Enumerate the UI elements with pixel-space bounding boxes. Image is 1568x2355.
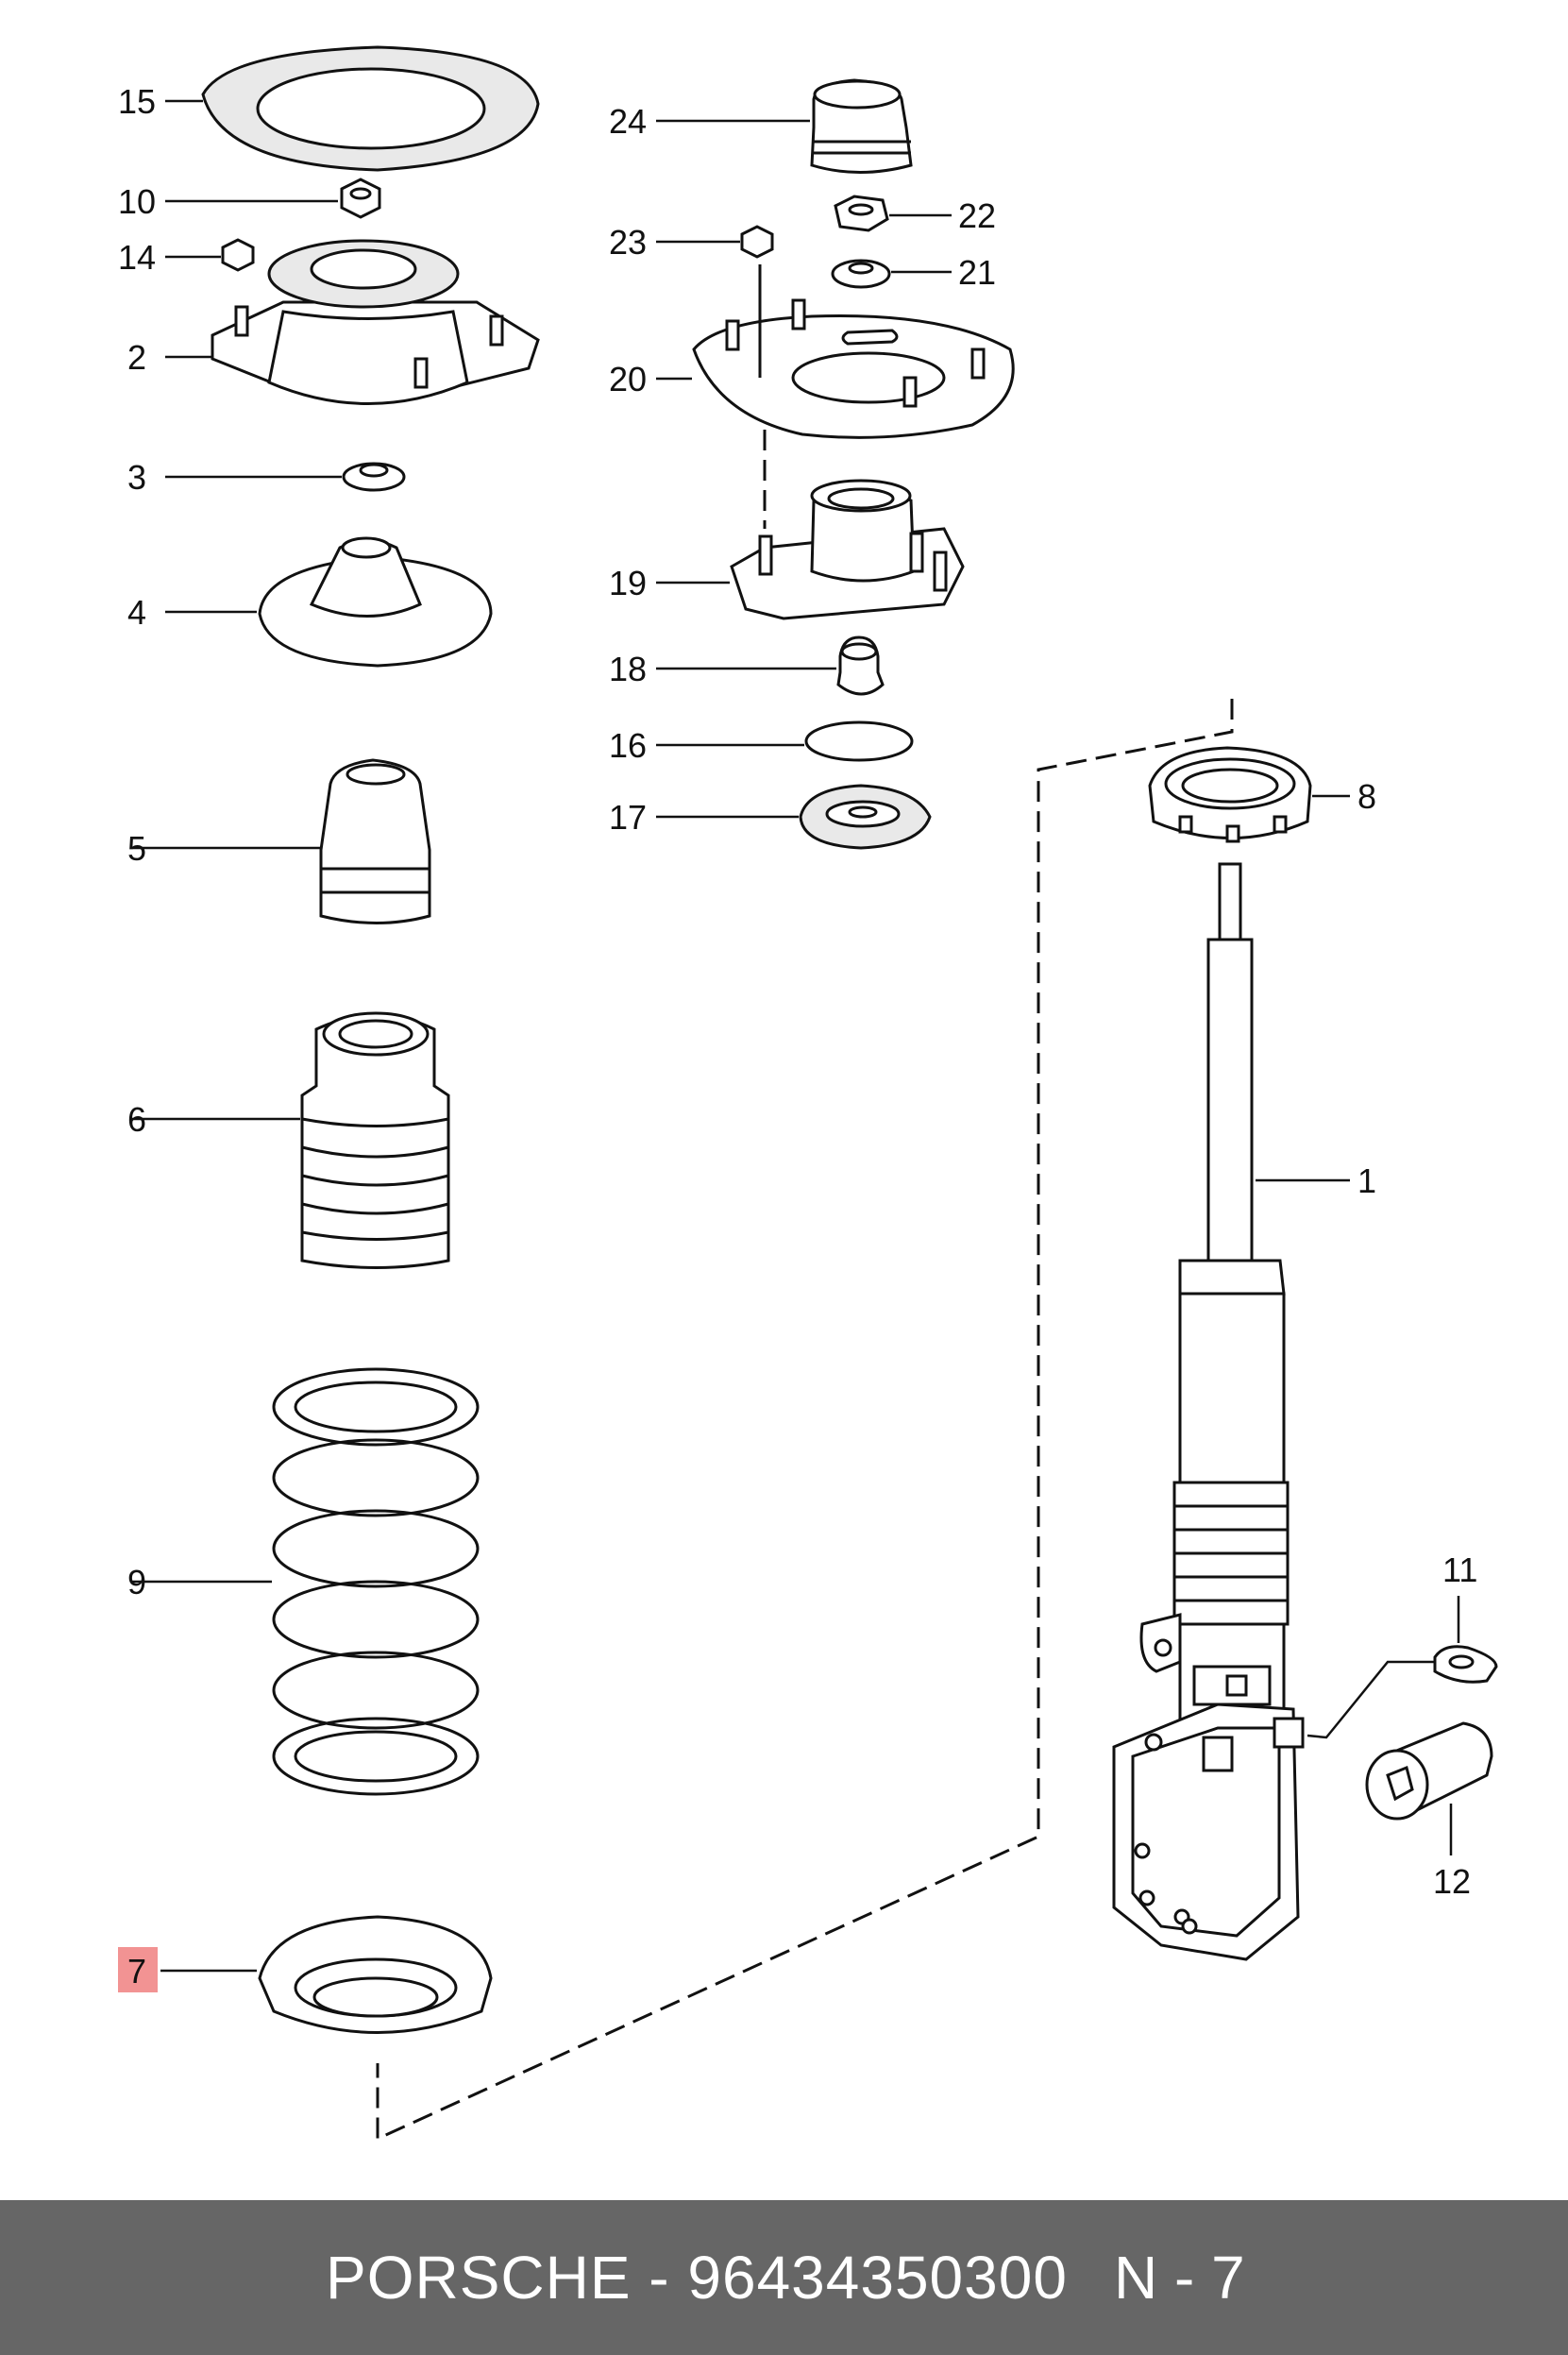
part-16-o-ring bbox=[804, 720, 914, 762]
label-7: 7 bbox=[127, 1952, 146, 1991]
label-22: 22 bbox=[958, 196, 996, 235]
part-9-coil-spring bbox=[272, 1367, 480, 1796]
label-17: 17 bbox=[609, 798, 647, 837]
label-24: 24 bbox=[609, 102, 647, 141]
label-5: 5 bbox=[127, 829, 146, 868]
part-23-nut bbox=[740, 225, 774, 259]
label-6: 6 bbox=[127, 1100, 146, 1139]
label-2: 2 bbox=[127, 338, 146, 377]
part-21-washer bbox=[831, 259, 891, 289]
label-12: 12 bbox=[1433, 1862, 1471, 1901]
label-20: 20 bbox=[609, 360, 647, 398]
footer-position-code: N - 7 bbox=[1114, 2244, 1245, 2312]
part-20-camber-plate bbox=[692, 264, 1015, 439]
part-19-mount-bracket bbox=[730, 479, 965, 620]
label-4: 4 bbox=[127, 593, 146, 632]
part-6-dust-boot bbox=[300, 1011, 450, 1269]
part-14-nut bbox=[221, 238, 255, 272]
label-1: 1 bbox=[1357, 1161, 1376, 1200]
part-24-cap bbox=[810, 78, 913, 174]
label-19: 19 bbox=[609, 564, 647, 602]
part-2-strut-mount bbox=[211, 239, 540, 405]
label-9: 9 bbox=[127, 1563, 146, 1601]
label-11: 11 bbox=[1442, 1550, 1477, 1589]
label-18: 18 bbox=[609, 650, 647, 688]
part-7-highlight bbox=[118, 1947, 158, 1992]
part-17-seal bbox=[799, 784, 932, 850]
label-3: 3 bbox=[127, 458, 146, 497]
part-18-plug bbox=[836, 635, 885, 696]
part-4-spring-seat-upper bbox=[258, 536, 493, 668]
part-15-gasket bbox=[201, 45, 540, 172]
label-16: 16 bbox=[609, 726, 647, 765]
part-7-spring-seat-lower bbox=[258, 1915, 493, 2034]
part-1-strut bbox=[1112, 862, 1305, 1961]
label-14: 14 bbox=[118, 238, 156, 277]
label-8: 8 bbox=[1357, 777, 1376, 816]
part-3-washer bbox=[342, 462, 406, 492]
part-11-clip bbox=[1433, 1645, 1498, 1684]
label-15: 15 bbox=[118, 82, 156, 121]
footer-part-number: PORSCHE - 96434350300 bbox=[326, 2244, 1068, 2312]
part-12-bushing bbox=[1365, 1721, 1493, 1821]
label-23: 23 bbox=[609, 223, 647, 262]
part-8-adjusting-ring bbox=[1148, 746, 1312, 843]
assembly-outline bbox=[376, 699, 1234, 2142]
label-21: 21 bbox=[958, 253, 996, 292]
part-22-nut bbox=[834, 195, 889, 232]
exploded-parts-diagram: 15 10 14 2 3 4 bbox=[118, 45, 1498, 2142]
label-10: 10 bbox=[118, 182, 156, 221]
part-5-bump-stop bbox=[319, 758, 431, 924]
part-10-nut bbox=[340, 178, 381, 219]
footer-bar: PORSCHE - 96434350300 N - 7 bbox=[0, 2200, 1568, 2355]
